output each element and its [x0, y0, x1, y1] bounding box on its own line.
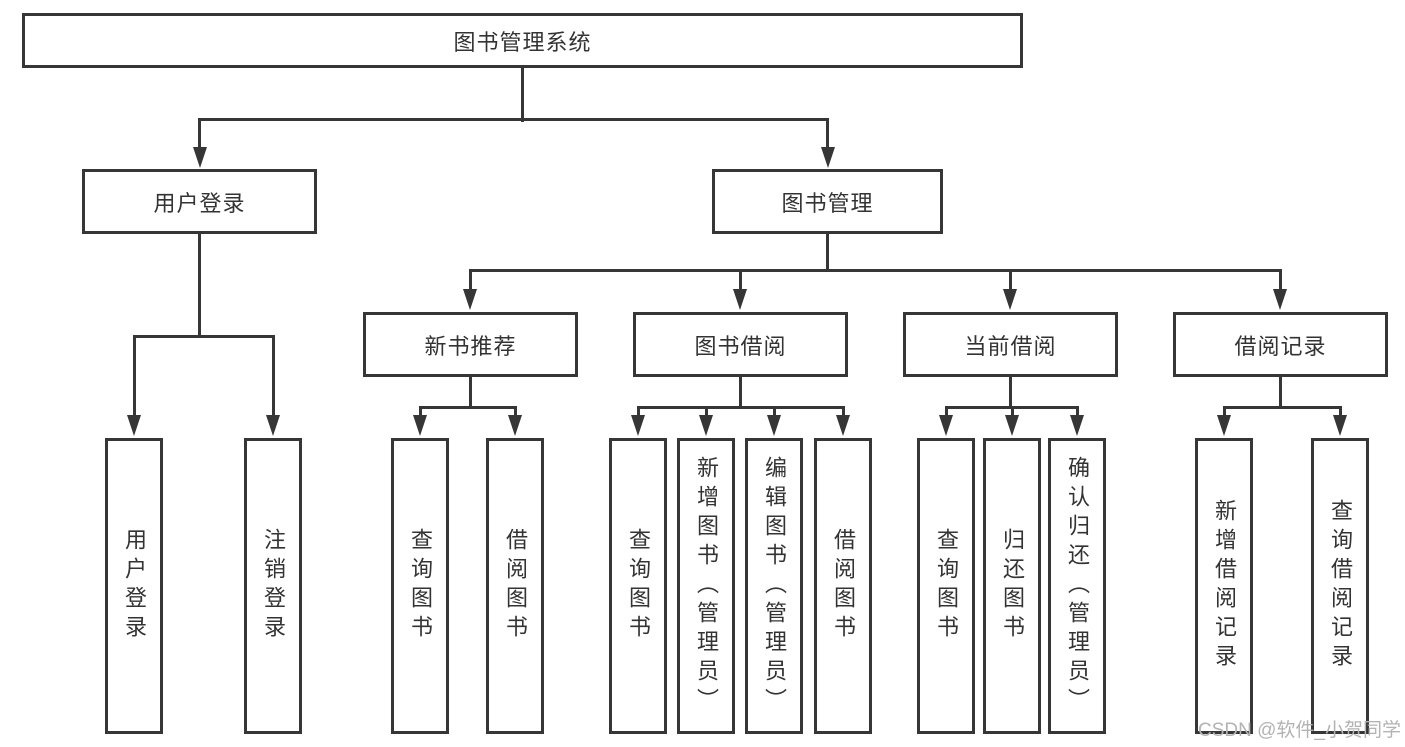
arrow-down-icon [1273, 289, 1287, 310]
node-label: 借阅图书 [503, 528, 528, 644]
node-label: 注销登录 [261, 528, 286, 644]
connector-line [1278, 270, 1282, 293]
node-label: 图书管理 [781, 190, 874, 216]
arrow-down-icon [1333, 415, 1347, 436]
leaf-user-login: 用户登录 [105, 438, 163, 734]
connector-line [636, 407, 640, 419]
connector-line [132, 334, 275, 338]
arrow-down-icon [733, 289, 747, 310]
leaf-borrow-add-book-admin: 新增图书（管理员） [677, 438, 735, 734]
node-label: 图书借阅 [694, 333, 787, 359]
csdn-watermark: CSDN @软件_小贺同学 [1198, 720, 1401, 741]
connector-line [513, 407, 517, 419]
connector-line [198, 234, 201, 338]
node-label: 归还图书 [1000, 528, 1025, 644]
node-label: 编辑图书（管理员） [762, 455, 787, 717]
connector-line [1008, 377, 1012, 409]
connector-line [826, 234, 829, 272]
connector-line [1010, 407, 1014, 419]
node-root: 图书管理系统 [22, 13, 1023, 68]
arrow-down-icon [939, 415, 953, 436]
connector-line [198, 117, 829, 121]
node-label: 新书推荐 [424, 333, 517, 359]
node-label: 查询借阅记录 [1328, 499, 1353, 673]
node-borrow-records: 借阅记录 [1173, 312, 1388, 377]
leaf-current-return-books: 归还图书 [983, 438, 1041, 734]
node-label: 当前借阅 [964, 333, 1057, 359]
leaf-records-add-record: 新增借阅记录 [1195, 438, 1253, 734]
node-current-borrow: 当前借阅 [903, 312, 1118, 377]
connector-line [636, 405, 845, 409]
arrow-down-icon [767, 415, 781, 436]
connector-line [738, 377, 742, 409]
leaf-borrow-borrow-books: 借阅图书 [814, 438, 872, 734]
connector-line [132, 336, 136, 419]
node-label: 借阅图书 [831, 528, 856, 644]
leaf-borrow-edit-book-admin: 编辑图书（管理员） [745, 438, 803, 734]
connector-line [468, 268, 1282, 272]
node-new-book-recommend: 新书推荐 [363, 312, 578, 377]
node-label: 查询图书 [934, 528, 959, 644]
connector-line [1278, 377, 1282, 409]
connector-line [468, 377, 472, 409]
connector-line [738, 270, 742, 293]
connector-line [1222, 405, 1342, 409]
arrow-down-icon [127, 415, 141, 436]
arrow-down-icon [1005, 415, 1019, 436]
connector-line [468, 270, 472, 293]
node-book-borrow: 图书借阅 [633, 312, 848, 377]
arrow-down-icon [836, 415, 850, 436]
connector-line [826, 119, 829, 151]
connector-line [1338, 407, 1342, 419]
connector-line [1075, 407, 1079, 419]
connector-line [772, 407, 776, 419]
connector-line [704, 407, 708, 419]
connector-line [198, 119, 201, 151]
arrow-down-icon [1217, 415, 1231, 436]
connector-line [1008, 270, 1012, 293]
connector-line [841, 407, 845, 419]
node-label: 新增借阅记录 [1212, 499, 1237, 673]
arrow-down-icon [820, 147, 835, 168]
arrow-down-icon [699, 415, 713, 436]
node-label: 用户登录 [153, 190, 246, 216]
arrow-down-icon [463, 289, 477, 310]
leaf-records-query-record: 查询借阅记录 [1311, 438, 1369, 734]
connector-line [944, 407, 948, 419]
leaf-borrow-query-books: 查询图书 [609, 438, 667, 734]
node-user-login: 用户登录 [82, 169, 317, 234]
arrow-down-icon [413, 415, 427, 436]
connector-line [271, 336, 275, 419]
arrow-down-icon [1003, 289, 1017, 310]
arrow-down-icon [508, 415, 522, 436]
node-label: 图书管理系统 [453, 29, 592, 55]
leaf-current-confirm-return-admin: 确认归还（管理员） [1048, 438, 1106, 734]
node-label: 用户登录 [122, 528, 147, 644]
connector-line [1222, 407, 1226, 419]
arrow-down-icon [1070, 415, 1084, 436]
node-label: 借阅记录 [1234, 333, 1327, 359]
connector-line [418, 405, 517, 409]
node-label: 新增图书（管理员） [694, 455, 719, 717]
arrow-down-icon [192, 147, 207, 168]
leaf-recommend-query-books: 查询图书 [391, 438, 449, 734]
node-label: 查询图书 [626, 528, 651, 644]
arrow-down-icon [631, 415, 645, 436]
leaf-recommend-borrow-books: 借阅图书 [486, 438, 544, 734]
node-label: 查询图书 [408, 528, 433, 644]
arrow-down-icon [266, 415, 280, 436]
leaf-logout: 注销登录 [244, 438, 302, 734]
leaf-current-query-books: 查询图书 [917, 438, 975, 734]
connector-line [520, 68, 524, 122]
node-book-management: 图书管理 [712, 169, 943, 234]
node-label: 确认归还（管理员） [1065, 455, 1090, 717]
connector-line [418, 407, 422, 419]
